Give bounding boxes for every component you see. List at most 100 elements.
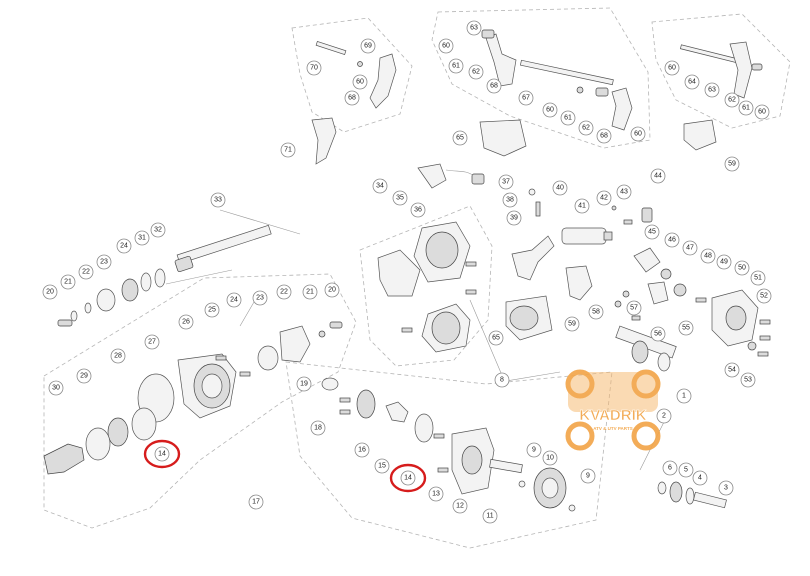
callout-number: 64 [688, 79, 696, 86]
callout-ring [682, 240, 698, 256]
callout-number: 17 [252, 499, 260, 506]
callout-number: 15 [378, 463, 386, 470]
callout-number: 60 [356, 79, 364, 86]
callout-c68a: 68 [344, 90, 360, 106]
callout-h14b: 14 [400, 470, 416, 486]
shift-drum [417, 163, 687, 341]
callout-ring [588, 304, 604, 320]
callout-c24b: 24 [226, 292, 242, 308]
callout-ring [438, 38, 454, 54]
callout-c63b: 63 [704, 82, 720, 98]
callout-ring [724, 156, 740, 172]
callout-ring [580, 468, 596, 484]
callout-number: 57 [630, 305, 638, 312]
callout-number: 11 [486, 513, 493, 520]
callout-c37: 37 [498, 174, 514, 190]
callout-number: 29 [80, 373, 88, 380]
callout-number: 40 [556, 185, 564, 192]
highlight-ring [143, 439, 181, 469]
callout-c23b: 23 [252, 290, 268, 306]
callout-c16: 16 [354, 442, 370, 458]
callout-number: 25 [208, 307, 216, 314]
callout-ring [352, 74, 368, 90]
callout-ring [486, 78, 502, 94]
callout-ring [564, 316, 580, 332]
callout-ring [354, 442, 370, 458]
callout-c33: 33 [210, 192, 226, 208]
callout-number: 60 [634, 131, 642, 138]
callout-number: 50 [738, 265, 746, 272]
callout-number: 58 [592, 309, 600, 316]
callout-ring [716, 254, 732, 270]
callout-ring [468, 64, 484, 80]
callout-ring [552, 180, 568, 196]
callout-ring [718, 480, 734, 496]
callout-ring [518, 90, 534, 106]
callout-ring [498, 174, 514, 190]
callout-ring [750, 270, 766, 286]
callout-c60d: 60 [630, 126, 646, 142]
callout-ring [738, 100, 754, 116]
callout-number: 54 [728, 367, 736, 374]
callout-c21a: 21 [60, 274, 76, 290]
callout-number: 20 [328, 287, 336, 294]
callout-ring [644, 224, 660, 240]
callout-c65a: 65 [452, 130, 468, 146]
callout-ring [296, 376, 312, 392]
callout-c57: 57 [626, 300, 642, 316]
callout-ring [302, 284, 318, 300]
callout-ring [150, 222, 166, 238]
callout-ring [650, 326, 666, 342]
highlighted-callouts: 14 14 [143, 439, 427, 493]
callout-ring [574, 198, 590, 214]
callout-ring [400, 470, 416, 486]
callout-number: 49 [720, 259, 728, 266]
callout-c60f: 60 [754, 104, 770, 120]
callout-c68b: 68 [486, 78, 502, 94]
front-housing [43, 321, 343, 475]
callout-number: 61 [564, 115, 572, 122]
callout-c44: 44 [650, 168, 666, 184]
callout-c40: 40 [552, 180, 568, 196]
callout-number: 4 [698, 475, 702, 482]
callout-ring [466, 20, 482, 36]
callout-ring [210, 192, 226, 208]
callout-number: 12 [456, 503, 464, 510]
watermark-subtext: ATV & UTV PARTS [593, 426, 633, 431]
outline-output-shaft [43, 273, 357, 529]
callout-number: 33 [214, 197, 222, 204]
callout-c15: 15 [374, 458, 390, 474]
callout-number: 19 [300, 381, 308, 388]
callout-number: 24 [230, 297, 238, 304]
callout-ring [678, 320, 694, 336]
callout-number: 53 [744, 377, 752, 384]
callout-number: 62 [728, 97, 736, 104]
callout-number: 32 [154, 227, 162, 234]
callout-c49: 49 [716, 254, 732, 270]
callout-number: 30 [52, 385, 60, 392]
callout-h14a: 14 [154, 446, 170, 462]
callout-number: 39 [510, 215, 518, 222]
callout-ring [252, 290, 268, 306]
callout-ring [452, 130, 468, 146]
callout-ring [684, 74, 700, 90]
callout-number: 9 [532, 447, 536, 454]
callout-number: 52 [760, 293, 768, 300]
callout-c60e: 60 [664, 60, 680, 76]
callout-number: 62 [582, 125, 590, 132]
callout-ring [78, 264, 94, 280]
callout-number: 61 [452, 63, 460, 70]
callout-c11: 11 [482, 508, 498, 524]
parts-artwork [43, 29, 771, 512]
shift-rod-right [679, 41, 763, 151]
callout-c58: 58 [588, 304, 604, 320]
callout-number: 10 [546, 455, 554, 462]
callout-c6: 6 [662, 460, 678, 476]
outline-shift-fork-right [651, 13, 791, 129]
callout-c28: 28 [110, 348, 126, 364]
callout-c4: 4 [692, 470, 708, 486]
callout-number: 45 [648, 229, 656, 236]
outline-front-housing [359, 205, 493, 367]
leader-lines [165, 209, 665, 471]
callout-number: 59 [728, 161, 736, 168]
